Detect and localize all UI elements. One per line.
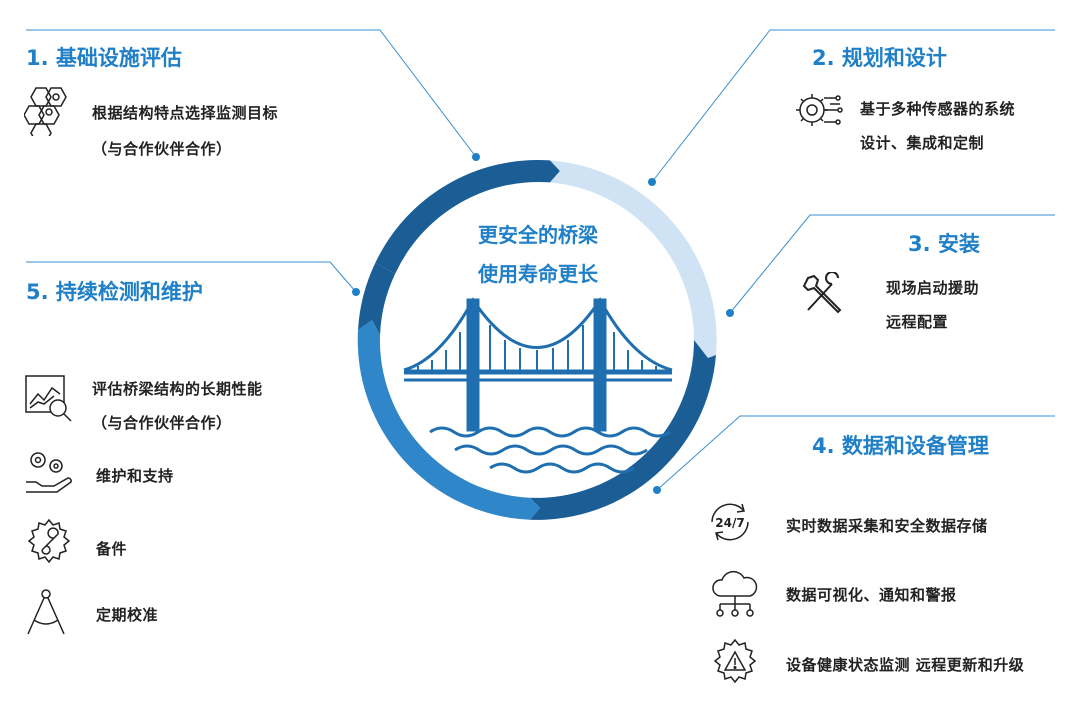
- hexagon-people-icon: [24, 87, 67, 136]
- step5-item4: 定期校准: [96, 606, 159, 624]
- step4-item3: 设备健康状态监测 远程更新和升级: [786, 656, 1025, 674]
- step1-title: 1. 基础设施评估: [26, 46, 182, 70]
- center-line-1: 更安全的桥梁: [478, 223, 599, 247]
- connector-1: [26, 29, 477, 158]
- center-line-2: 使用寿命更长: [477, 262, 599, 286]
- hand-gears-icon: [26, 452, 72, 493]
- connector-3: [729, 214, 1055, 314]
- step1-line2: （与合作伙伴合作）: [92, 140, 232, 158]
- step3-title: 3. 安装: [908, 232, 980, 256]
- step4-item1: 实时数据采集和安全数据存储: [786, 517, 988, 535]
- cloud-network-icon: [712, 570, 758, 617]
- bridge-icon: [403, 297, 673, 474]
- step5-title: 5. 持续检测和维护: [26, 280, 203, 304]
- step1-line1: 根据结构特点选择监测目标: [92, 104, 279, 122]
- ring-segment-2: [550, 160, 717, 358]
- step2-line1: 基于多种传感器的系统: [860, 100, 1016, 118]
- ring-segment-5: [357, 320, 540, 520]
- gear-wrench-icon: [27, 518, 71, 564]
- step2-title: 2. 规划和设计: [812, 46, 947, 70]
- step5-item2: 维护和支持: [96, 467, 174, 485]
- step4-item2: 数据可视化、通知和警报: [786, 586, 957, 604]
- chart-magnifier-icon: [25, 375, 72, 422]
- tools-icon: [802, 272, 842, 314]
- ring-segment-1: [375, 159, 560, 274]
- step4-title: 4. 数据和设备管理: [812, 434, 989, 458]
- step5-item1-line2: （与合作伙伴合作）: [92, 414, 232, 432]
- gear-circuit-icon: [796, 94, 843, 126]
- step5-item1: 评估桥梁结构的长期性能: [92, 380, 263, 398]
- gear-alert-icon: [713, 638, 757, 684]
- step3-line2: 远程配置: [886, 313, 949, 331]
- 24-7-icon: 24/7: [711, 503, 749, 541]
- connector-2: [651, 29, 1055, 183]
- step5-item3: 备件: [96, 540, 128, 558]
- ring-segment-5b: [358, 262, 396, 335]
- ring-segment-4: [530, 340, 716, 520]
- compass-icon: [27, 589, 65, 635]
- connector-4: [656, 415, 1055, 491]
- step2-line2: 设计、集成和定制: [860, 134, 985, 152]
- 24-7-badge: 24/7: [715, 516, 744, 530]
- step3-line1: 现场启动援助: [886, 279, 980, 297]
- connector-5: [26, 261, 357, 293]
